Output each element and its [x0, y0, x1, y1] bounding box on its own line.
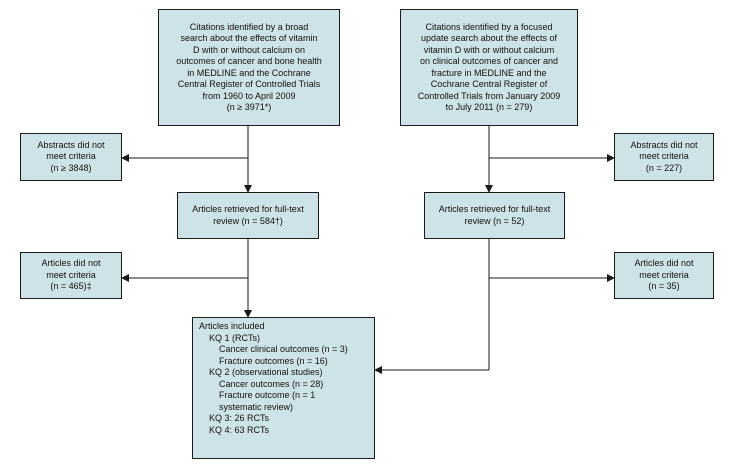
box-text-line: Articles included: [199, 321, 265, 331]
box-text-line: Fracture outcome (n = 1: [219, 390, 316, 400]
box-text-line: (n = 465)‡: [50, 281, 92, 292]
box-text-line: KQ 3: 26 RCTs: [209, 413, 270, 423]
box-text-line: search about the effects of vitamin: [180, 33, 318, 43]
box-text-line: vitamin D with or without calcium: [423, 44, 555, 55]
box-text-line: (n ≥ 3971*): [226, 102, 272, 112]
box-text-line: outcomes of cancer and bone health: [176, 56, 322, 66]
box-text-line: Abstracts did not: [37, 139, 105, 150]
box-text-line: Cancer clinical outcomes (n = 3): [219, 344, 348, 354]
box-text-line: update search about the effects of: [421, 33, 557, 43]
box-text-line: Central Register of Controlled Trials: [177, 79, 321, 89]
box-text-line: KQ 1 (RCTs): [209, 332, 261, 343]
box-text-line: in MEDLINE and the Cochrane: [187, 67, 311, 78]
box-text-line: systematic review): [219, 401, 294, 412]
box-text-line: review (n = 52): [464, 215, 525, 226]
box-text-line: from 1960 to April 2009: [202, 90, 296, 101]
box-text-line: Controlled Trials from January 2009: [417, 90, 561, 101]
box-text-line: meet criteria: [639, 269, 689, 280]
box-text-line: KQ 2 (observational studies): [209, 367, 323, 377]
box-text-line: KQ 4: 63 RCTs: [209, 424, 270, 435]
box-text-line: D with or without calcium on: [192, 44, 306, 55]
box-text-line: review (n = 584†): [213, 215, 283, 226]
box-text-line: Fracture outcomes (n = 16): [219, 355, 328, 366]
box-text-line: meet criteria: [639, 151, 689, 162]
box-text-line: meet criteria: [46, 269, 96, 280]
box-text-line: Cochrane Central Register of: [430, 79, 548, 89]
box-text-line: meet criteria: [46, 151, 96, 162]
box-text-line: (n = 227): [645, 162, 683, 173]
box-text-line: Articles retrieved for full-text: [192, 204, 304, 214]
box-text-line: Articles did not: [41, 258, 101, 269]
box-text-line: Articles did not: [634, 258, 694, 269]
box-text-line: Citations identified by a broad: [189, 21, 309, 32]
box-text-line: Cancer outcomes (n = 28): [219, 378, 324, 389]
box-text-line: on clinical outcomes of cancer and: [419, 56, 559, 66]
box-text-line: Articles retrieved for full-text: [438, 204, 551, 214]
box-text-line: Citations identified by a focused: [425, 21, 553, 32]
box-text-line: (n ≥ 3848): [50, 162, 92, 173]
box-text-line: (n = 35): [648, 281, 680, 292]
box-text-line: fracture in MEDLINE and the: [431, 67, 547, 78]
box-text-line: to July 2011 (n = 279): [445, 102, 533, 112]
box-text-line: Abstracts did not: [630, 139, 698, 150]
